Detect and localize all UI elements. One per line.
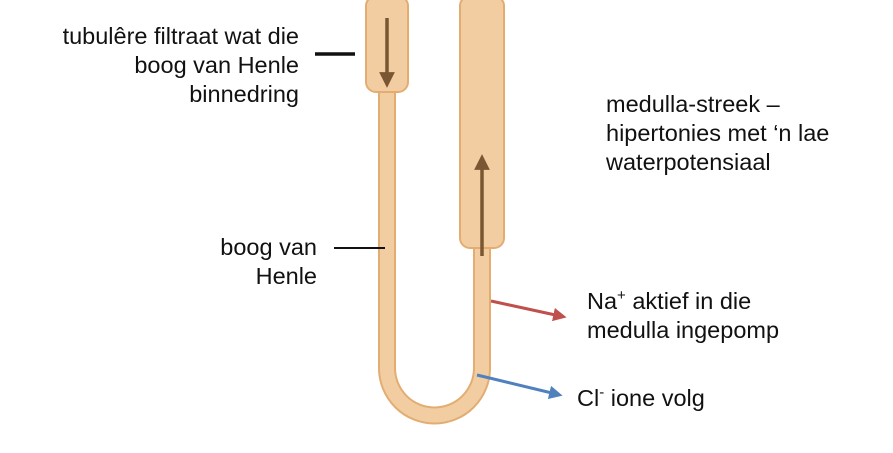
sodium-pump-label: Na+ aktief in die medulla ingepomp xyxy=(587,287,779,345)
chloride-follow-label: Cl- ione volg xyxy=(577,384,705,413)
medulla-label-line-2: hipertonies met ‘n lae xyxy=(606,120,830,146)
sodium-label-text: aktief in die xyxy=(625,288,752,314)
chloride-ion-charge: - xyxy=(599,384,605,401)
medulla-label-line-3: waterpotensiaal xyxy=(606,149,771,175)
loop-label-line-2: Henle xyxy=(255,263,317,289)
sodium-label-line-2: medulla ingepomp xyxy=(587,317,780,343)
loop-of-henle-tubule xyxy=(380,0,489,423)
loop-of-henle-label: boog van Henle xyxy=(220,233,317,291)
chloride-ion-symbol: Cl xyxy=(577,385,600,411)
filtrate-label-line-2: boog van Henle xyxy=(134,52,299,78)
filtrate-label: tubulêre filtraat wat die boog van Henle… xyxy=(63,22,299,109)
filtrate-label-line-3: binnedring xyxy=(189,81,299,107)
sodium-ion-charge: + xyxy=(617,287,626,304)
chloride-arrow xyxy=(476,373,563,399)
chloride-label-text: ione volg xyxy=(604,385,705,411)
sodium-label-line-1: Na+ aktief in die xyxy=(587,287,779,316)
filtrate-label-line-1: tubulêre filtraat wat die xyxy=(62,23,299,49)
sodium-arrow xyxy=(490,299,567,322)
medulla-region-label: medulla-streek – hipertonies met ‘n lae … xyxy=(606,90,829,177)
medulla-label-line-1: medulla-streek – xyxy=(606,91,780,117)
sodium-ion-symbol: Na xyxy=(587,288,618,314)
loop-label-line-1: boog van xyxy=(220,234,317,260)
